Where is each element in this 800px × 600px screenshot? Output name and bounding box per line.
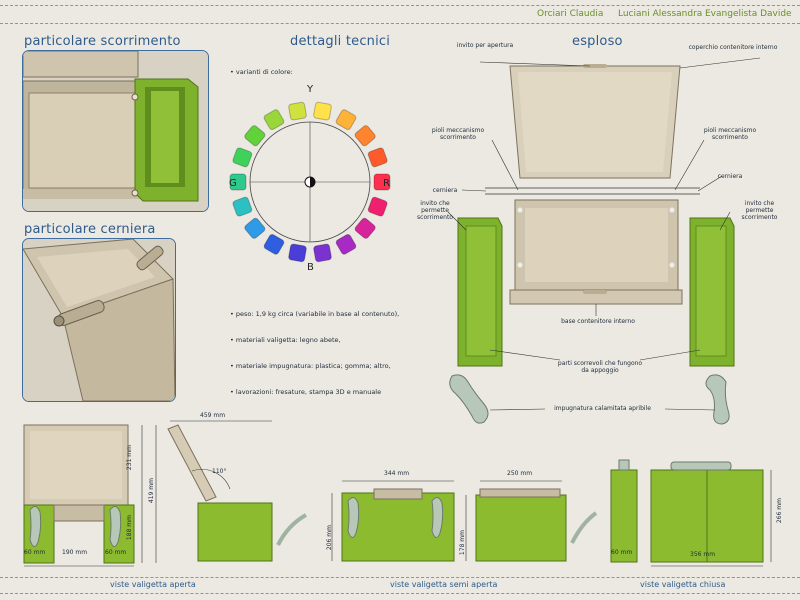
top-dashed-line: [0, 5, 800, 6]
spec-processing-text: lavorazioni: fresature, stampa 3D e manu…: [235, 388, 382, 396]
spec-processing: • lavorazioni: fresature, stampa 3D e ma…: [230, 388, 382, 396]
color-swatch: [288, 101, 307, 121]
label-parti-scorrevoli: parti scorrevoli che fungono da appoggio: [557, 360, 643, 374]
wheel-label-g: G: [229, 178, 237, 189]
footer-dashed-line: [0, 577, 800, 578]
scorrimento-illustration: [23, 51, 208, 211]
color-swatch: [288, 243, 307, 263]
color-variants-text: varianti di colore:: [235, 68, 293, 76]
color-swatch: [263, 234, 285, 255]
color-swatch: [313, 101, 332, 121]
view-chiusa: [610, 459, 772, 567]
label-pioli-left: pioli meccanismo scorrimento: [431, 127, 485, 141]
caption-semi-aperta: viste valigetta semi aperta: [390, 580, 498, 589]
dim-side-width: 459 mm: [200, 412, 226, 419]
dim-semi-side-height: 178 mm: [459, 530, 466, 556]
spec-materials-text: materiali valigetta: legno abete,: [235, 336, 341, 344]
header-dashed-line: [0, 23, 800, 24]
spec-handle-material: • materiale impugnatura: plastica; gomma…: [230, 362, 391, 370]
dim-open-center: 190 mm: [62, 549, 88, 556]
dim-semi-height: 206 mm: [326, 525, 333, 551]
dim-closed-width: 356 mm: [690, 551, 716, 558]
dim-angle: 110°: [212, 468, 227, 475]
color-swatch: [354, 217, 376, 239]
title-esploso: esploso: [572, 34, 623, 49]
color-swatch: [367, 196, 388, 217]
label-pioli-right: pioli meccanismo scorrimento: [703, 127, 757, 141]
dim-open-bottom: 188 mm: [126, 515, 133, 541]
dim-open-total: 419 mm: [148, 478, 155, 504]
label-coperchio: coperchio contenitore interno: [688, 44, 778, 51]
color-swatch: [263, 109, 285, 130]
wheel-label-r: R: [383, 178, 390, 189]
label-cerniera-right: cerniera: [717, 173, 743, 180]
caption-chiusa: viste valigetta chiusa: [640, 580, 726, 589]
color-swatch: [335, 234, 357, 255]
spec-handle-text: materiale impugnatura: plastica; gomma; …: [235, 362, 391, 370]
panel-cerniera: [22, 238, 176, 402]
author-3: Evangelista Davide: [705, 9, 792, 19]
label-invito-scorrimento-right: invito che permette scorrimento: [741, 200, 778, 221]
label-invito-apertura: invito per apertura: [456, 42, 514, 49]
color-variants-heading: • varianti di colore:: [230, 68, 293, 76]
dim-semi-width: 344 mm: [384, 470, 410, 477]
title-particolare-scorrimento: particolare scorrimento: [24, 34, 181, 49]
dim-open-side-left: 60 mm: [24, 549, 46, 556]
color-swatch: [367, 147, 388, 168]
color-swatch: [354, 125, 376, 147]
label-impugnatura: impugnatura calamitata apribile: [554, 405, 651, 412]
author-2: Luciani Alessandra: [618, 9, 703, 19]
caption-aperta: viste valigetta aperta: [110, 580, 196, 589]
color-swatch: [335, 109, 357, 130]
label-invito-scorrimento-left: invito che permette scorrimento: [417, 200, 453, 221]
exploded-view: [447, 57, 761, 425]
color-swatch: [232, 147, 253, 168]
wheel-label-b: B: [307, 262, 314, 272]
dim-semi-side-width: 250 mm: [507, 470, 533, 477]
dim-closed-height: 266 mm: [776, 498, 783, 524]
label-base: base contenitore interno: [561, 318, 635, 325]
dim-open-top: 231 mm: [126, 445, 133, 471]
spec-weight: • peso: 1,9 kg circa (variabile in base …: [230, 310, 400, 318]
color-swatch: [373, 173, 391, 191]
title-dettagli-tecnici: dettagli tecnici: [290, 34, 391, 49]
label-cerniera-left: cerniera: [432, 187, 458, 194]
color-swatch: [244, 217, 266, 239]
spec-materials: • materiali valigetta: legno abete,: [230, 336, 341, 344]
panel-scorrimento: [22, 50, 209, 212]
author-1: Orciari Claudia: [537, 9, 604, 19]
view-semi-aperta: [331, 480, 598, 562]
bottom-dashed-line: [0, 593, 800, 594]
color-swatch: [313, 243, 332, 263]
title-particolare-cerniera: particolare cerniera: [24, 222, 156, 237]
dim-open-side-right: 60 mm: [105, 549, 127, 556]
color-wheel: Y B G R: [229, 84, 391, 272]
color-swatch: [232, 196, 253, 217]
cerniera-illustration: [23, 239, 175, 401]
spec-weight-text: peso: 1,9 kg circa (variabile in base al…: [235, 310, 400, 318]
color-swatch: [244, 125, 266, 147]
view-aperta: [23, 420, 308, 567]
wheel-label-y: Y: [306, 84, 314, 95]
dim-closed-side: 60 mm: [611, 549, 633, 556]
color-swatch: [229, 173, 247, 191]
